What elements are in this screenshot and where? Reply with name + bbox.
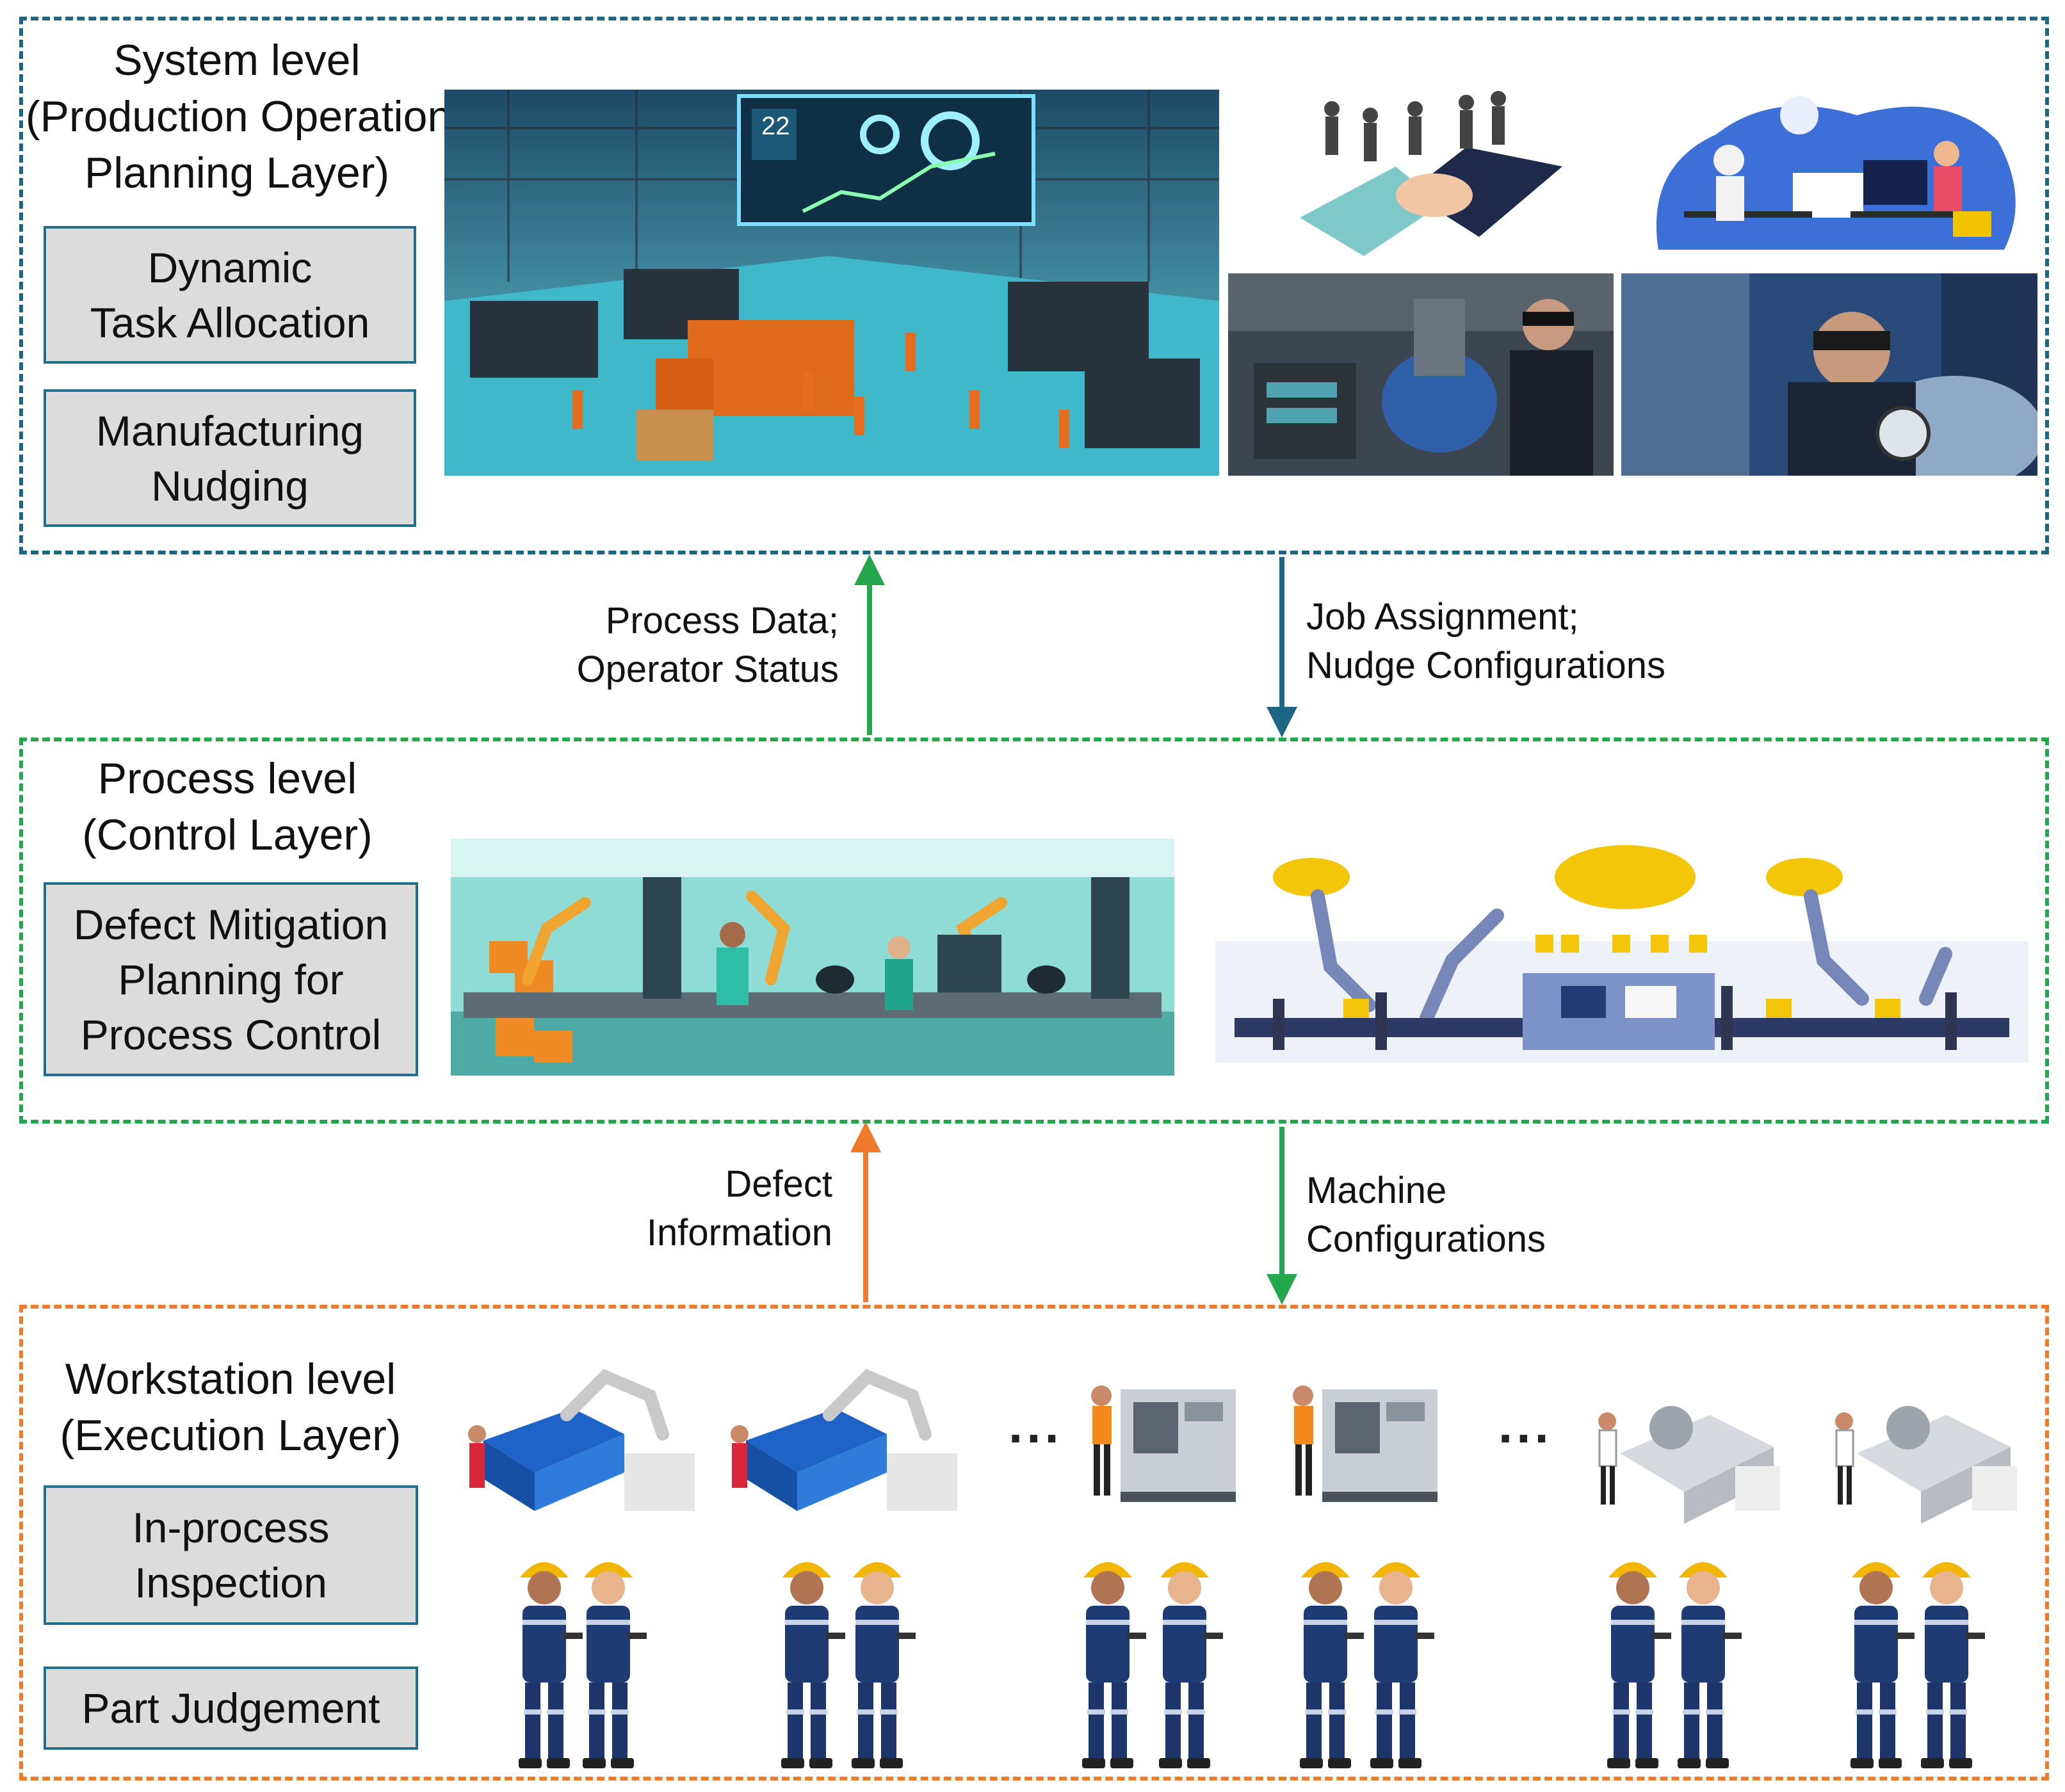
worker-figure — [1300, 1562, 1364, 1768]
worker-figure — [1082, 1562, 1146, 1768]
part-judgement-box: Part Judgement — [44, 1667, 418, 1750]
box-line: Part Judgement — [81, 1684, 380, 1732]
defect-mitigation-planning-box: Defect Mitigation Planning for Process C… — [44, 882, 418, 1076]
manufacturing-nudging-box: Manufacturing Nudging — [44, 389, 416, 527]
worker-figure — [1159, 1562, 1223, 1768]
machine-configurations-label: Machine Configurations — [1306, 1166, 1665, 1264]
flow-label-line: Job Assignment; — [1306, 596, 1579, 638]
robot-office-image — [1646, 90, 2017, 257]
process-level-frame — [19, 738, 2049, 1124]
dynamic-task-allocation-box: Dynamic Task Allocation — [44, 226, 416, 364]
worker-figure — [519, 1562, 583, 1768]
ellipsis-1: ... — [1008, 1396, 1063, 1453]
worker-figure — [1678, 1562, 1742, 1768]
process-level-title: Process level — [97, 754, 357, 803]
system-level-title: System level — [113, 36, 360, 85]
lathe-machine-2 — [1818, 1370, 2023, 1524]
process-level-heading: Process level (Control Layer) — [26, 750, 429, 863]
system-level-heading: System level (Production Operations Plan… — [26, 32, 474, 201]
box-line: Manufacturing — [95, 407, 364, 455]
defect-information-label: Defect Information — [576, 1160, 832, 1257]
worker-figure — [852, 1562, 916, 1768]
flow-label-line: Configurations — [1306, 1218, 1546, 1260]
human-robot-handshake-image — [1287, 90, 1575, 262]
worker-figure — [1607, 1562, 1671, 1768]
iot-cloud-factory-image — [1215, 839, 2029, 1063]
system-level-subtitle-2: Planning Layer) — [84, 149, 390, 197]
system-level-frame — [19, 17, 2049, 554]
lathe-machine-1 — [1582, 1370, 1786, 1524]
system-level-subtitle: (Production Operations — [26, 92, 474, 141]
ellipsis-2: ... — [1498, 1396, 1553, 1453]
workstation-level-frame — [19, 1305, 2049, 1780]
workstation-level-subtitle: (Execution Layer) — [60, 1411, 401, 1460]
in-process-inspection-box: In-process Inspection — [44, 1485, 418, 1625]
process-level-subtitle: (Control Layer) — [82, 811, 373, 859]
box-line: Nudging — [151, 462, 309, 510]
robotic-cell-machine-2 — [720, 1357, 970, 1524]
worker-figure — [1370, 1562, 1434, 1768]
smart-factory-image: 22 — [444, 90, 1219, 476]
robotic-assembly-line-image — [451, 839, 1174, 1076]
flow-label-line: Machine — [1306, 1170, 1447, 1211]
box-line: In-process — [132, 1504, 330, 1551]
process-data-label: Process Data; Operator Status — [474, 597, 839, 694]
flow-label-line: Information — [646, 1212, 832, 1254]
box-line: Inspection — [134, 1559, 327, 1606]
flow-label-line: Nudge Configurations — [1306, 645, 1666, 686]
workstation-level-title: Workstation level — [65, 1355, 396, 1403]
box-line: Planning for — [118, 955, 344, 1003]
flow-label-line: Process Data; — [605, 600, 839, 642]
box-line: Task Allocation — [90, 298, 370, 346]
worker-figure — [583, 1562, 647, 1768]
box-line: Dynamic — [147, 243, 312, 291]
cnc-machine-1 — [1082, 1364, 1249, 1517]
worker-figure — [1921, 1562, 1985, 1768]
worker-figure — [781, 1562, 845, 1768]
job-assignment-label: Job Assignment; Nudge Configurations — [1306, 593, 1754, 690]
ar-headset-photo-1 — [1228, 273, 1614, 476]
flow-label-line: Defect — [725, 1163, 832, 1205]
box-line: Defect Mitigation — [73, 900, 389, 948]
cnc-machine-2 — [1277, 1364, 1457, 1517]
ar-headset-photo-2 — [1621, 273, 2037, 476]
robotic-cell-machine-1 — [458, 1357, 708, 1524]
box-line: Process Control — [80, 1010, 382, 1058]
workstation-level-heading: Workstation level (Execution Layer) — [26, 1351, 435, 1464]
dashboard-number: 22 — [761, 112, 790, 140]
flow-label-line: Operator Status — [576, 649, 839, 690]
worker-figure — [1850, 1562, 1915, 1768]
